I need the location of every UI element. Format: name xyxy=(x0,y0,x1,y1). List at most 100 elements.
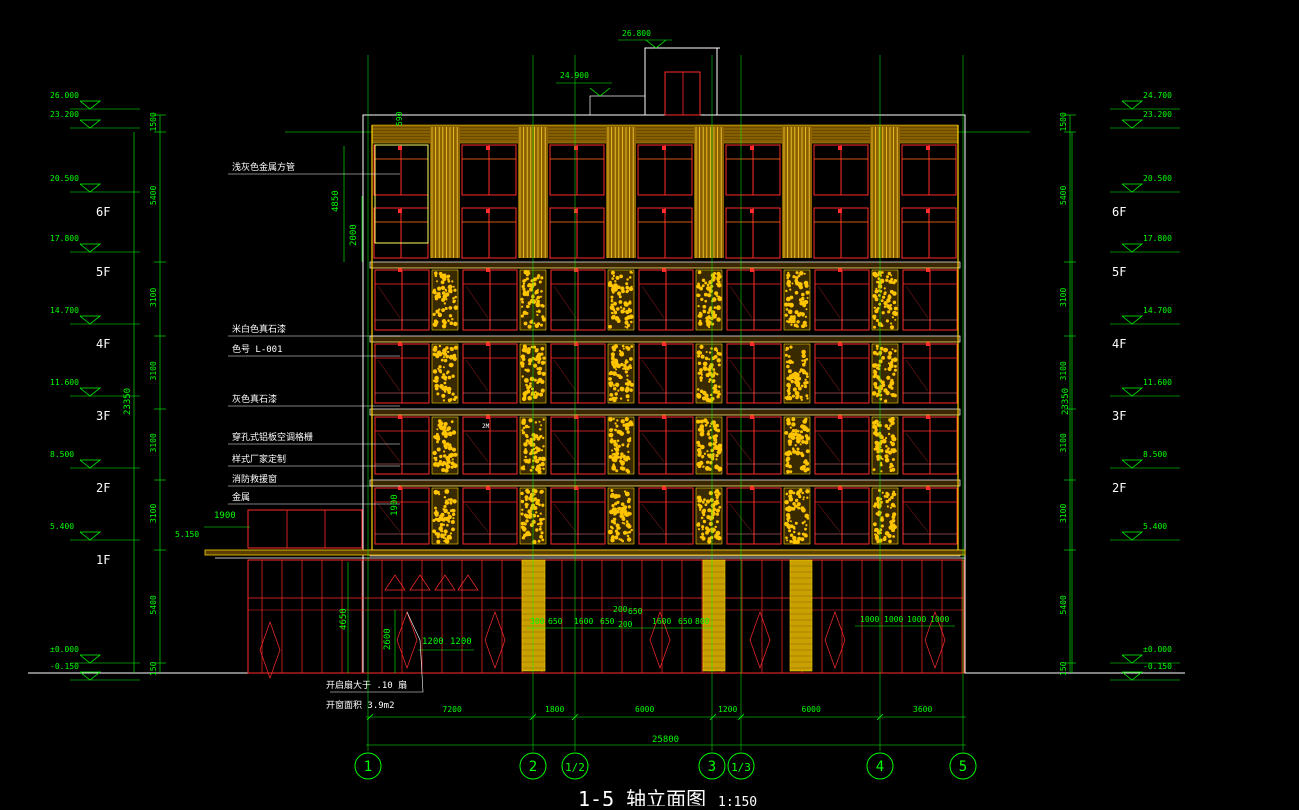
grille-dot xyxy=(449,321,454,326)
grille-dot xyxy=(528,497,532,501)
grille-dot xyxy=(787,387,791,390)
grille-dot xyxy=(542,360,546,365)
grille-dot xyxy=(805,449,810,454)
grille-dot xyxy=(887,305,891,310)
grille-dot xyxy=(451,527,455,532)
grille-dot xyxy=(710,396,715,401)
grille-dot xyxy=(620,309,625,314)
grille-dot xyxy=(611,298,613,301)
grille-dot xyxy=(528,418,533,423)
grille-dot xyxy=(434,458,438,462)
highlight-window xyxy=(374,144,429,244)
grille-dot xyxy=(708,308,712,312)
canopy xyxy=(204,549,966,556)
grille-dot xyxy=(891,281,894,284)
axis-bubble-3 xyxy=(698,752,726,780)
grille-dot xyxy=(533,378,537,382)
grille-dot xyxy=(700,444,705,450)
grille-dot xyxy=(890,322,893,325)
level-value-l-5: 11.600 xyxy=(50,378,79,387)
level-value-r-6: 8.500 xyxy=(1143,450,1167,459)
level-value-l-8: ±0.000 xyxy=(50,645,79,654)
grille-dot xyxy=(877,389,882,394)
grille-dot xyxy=(879,497,882,501)
grille-dot xyxy=(610,311,614,315)
grille-dot xyxy=(884,457,890,463)
grille-dot xyxy=(614,345,618,349)
grille-dot xyxy=(700,354,705,359)
grille-dot xyxy=(892,535,895,538)
grille-dot xyxy=(536,381,539,385)
grille-dot xyxy=(618,300,623,304)
grille-dot xyxy=(883,495,887,498)
grille-dot xyxy=(706,450,709,453)
grille-dot xyxy=(707,311,710,314)
level-value-l-3: 17.800 xyxy=(50,234,79,243)
grille-dot xyxy=(878,359,883,364)
grille-dot xyxy=(888,450,892,455)
grille-dot xyxy=(803,280,809,286)
vertical-dimensions: 1500540031003100310031005400150233501500… xyxy=(123,112,1076,676)
grille-dot xyxy=(620,362,624,367)
grille-dot xyxy=(893,306,898,311)
grille-dot xyxy=(802,320,807,325)
grille-dot xyxy=(523,346,527,350)
mid-sash xyxy=(905,503,929,533)
grille-dot xyxy=(523,528,526,532)
grille-dot xyxy=(540,388,545,393)
mid-marker xyxy=(574,415,578,419)
grille-dot xyxy=(539,517,543,522)
grille-dot xyxy=(526,347,531,352)
grille-dot xyxy=(801,349,806,355)
roof-top-mark xyxy=(645,39,667,49)
mid-sash xyxy=(465,359,489,392)
grille-dot xyxy=(447,284,453,290)
grille-dot xyxy=(433,435,437,439)
grille-dot xyxy=(536,514,540,518)
grille-dot xyxy=(439,384,444,389)
grille-dot xyxy=(801,491,804,495)
grille-dot xyxy=(706,515,711,520)
grille-dot xyxy=(883,301,888,306)
grille-dot xyxy=(446,275,450,279)
grille-dot xyxy=(800,506,805,511)
mid-marker xyxy=(750,415,754,419)
grille-dot xyxy=(534,323,539,328)
grille-dot xyxy=(626,430,630,434)
note-leader xyxy=(330,611,424,693)
grille-dot xyxy=(520,314,525,318)
grille-dot xyxy=(891,467,896,472)
grille-dot xyxy=(531,319,534,322)
level-triangle-l-1 xyxy=(79,119,102,129)
grille-dot xyxy=(875,537,879,541)
vdim-1-4: 3100 xyxy=(1059,433,1068,452)
grille-dot xyxy=(696,440,700,445)
grille-dot xyxy=(700,345,703,348)
grille-dot xyxy=(609,439,612,442)
grille-dot xyxy=(534,450,538,454)
louver-bg xyxy=(430,127,460,258)
grille-dot xyxy=(797,506,801,510)
grille-dot xyxy=(889,506,893,509)
grille-dot xyxy=(609,393,614,397)
grille-dot xyxy=(890,274,893,277)
vdim-1-3: 3100 xyxy=(1059,361,1068,380)
grille-dot xyxy=(442,352,447,356)
grille-dot xyxy=(806,375,809,378)
grille-dot xyxy=(624,360,628,365)
level-floor-r-6: 2F xyxy=(1112,481,1126,495)
grille-dot xyxy=(522,282,526,285)
grille-dot xyxy=(703,292,708,297)
grille-dot xyxy=(889,462,893,467)
grille-dot xyxy=(442,373,446,377)
axis-dim-2: 6000 xyxy=(635,705,654,714)
grille-dot xyxy=(625,386,630,391)
grille-dot xyxy=(521,375,524,378)
grille-dot xyxy=(892,525,895,529)
grille-dot xyxy=(451,508,454,511)
grille-dot xyxy=(806,496,809,499)
grille-dot xyxy=(537,539,541,543)
grille-dot xyxy=(620,463,624,466)
grille-dot xyxy=(609,494,614,498)
grille-dot xyxy=(443,529,448,534)
